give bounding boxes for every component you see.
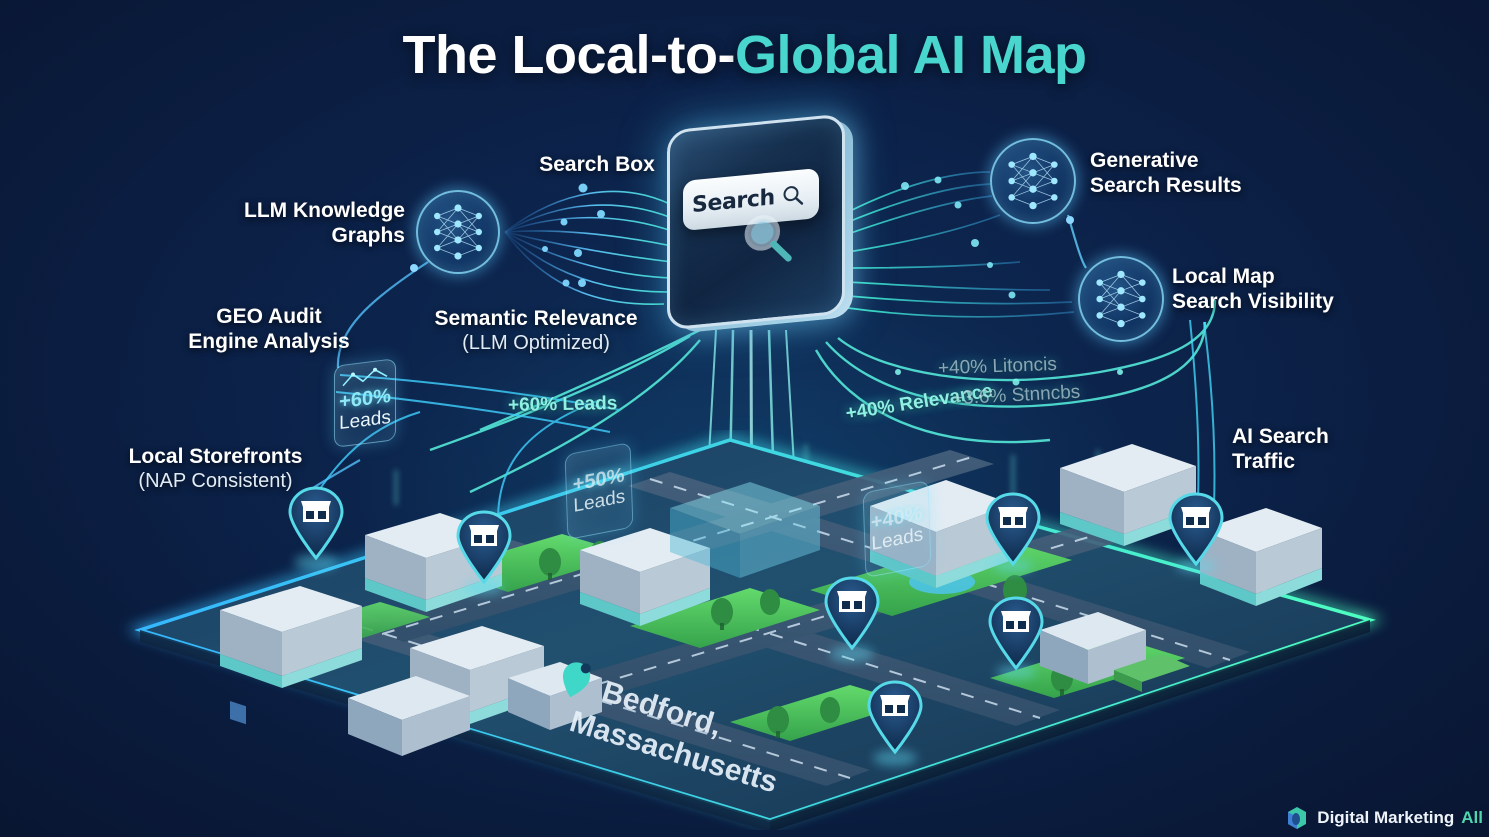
- search-box-callout-text: Search Box: [539, 153, 655, 176]
- label-local-storefronts: Local Storefronts (NAP Consistent): [118, 444, 313, 493]
- search-input-field[interactable]: Search: [683, 167, 819, 232]
- geo-audit-card-caption: Leads: [339, 406, 391, 434]
- geo-audit-line2: Engine Analysis: [188, 330, 350, 354]
- storefront-pin-3: [824, 576, 880, 662]
- local-map-visibility-line1: Local Map: [1172, 265, 1275, 288]
- generative-search-results-line2: Search Results: [1090, 174, 1242, 198]
- ai-search-traffic-line2: Traffic: [1232, 450, 1296, 474]
- label-llm-knowledge-graphs: LLM Knowledge Graphs: [150, 198, 405, 248]
- watermark: Digital Marketing All: [1284, 805, 1483, 831]
- label-local-map-search-visibility: Local Map Search Visibility: [1172, 264, 1472, 314]
- metric-card-geo-audit: +60% Leads: [334, 358, 396, 448]
- local-storefronts-line1: Local Storefronts: [128, 445, 303, 468]
- title-teal-part: Global AI Map: [734, 25, 1087, 85]
- metric-card-center-left: +50% Leads: [564, 441, 634, 541]
- label-search-box: Search Box: [512, 152, 682, 177]
- neural-network-icon: [1096, 270, 1146, 328]
- magnifier-icon: [783, 186, 803, 205]
- ai-search-traffic-line1: AI Search: [1232, 425, 1329, 448]
- watermark-brand-teal: All: [1461, 808, 1483, 827]
- flow-metric-leads-left: +60% Leads: [508, 393, 618, 417]
- storefront-pin-5: [985, 492, 1041, 573]
- title-white-part: The Local-to-: [402, 25, 736, 85]
- local-storefronts-line2: (NAP Consistent): [138, 470, 293, 493]
- brand-cube-logo-icon: [1288, 807, 1307, 829]
- node-llm-knowledge-graphs[interactable]: [416, 190, 500, 274]
- llm-knowledge-graphs-line2: Graphs: [331, 224, 405, 248]
- neural-network-icon: [1008, 152, 1058, 210]
- watermark-brand-white: Digital Marketing: [1317, 808, 1455, 827]
- semantic-relevance-line2: (LLM Optimized): [462, 332, 610, 355]
- label-generative-search-results: Generative Search Results: [1090, 148, 1380, 198]
- storefront-pin-7: [1168, 492, 1224, 573]
- magnifying-glass-icon: [744, 215, 792, 262]
- node-generative-search-results[interactable]: [990, 138, 1076, 224]
- flow-metric-latency: +40% Litoncis: [938, 354, 1058, 380]
- storefront-pin-2: [456, 510, 512, 595]
- storefront-pin-6: [988, 596, 1044, 679]
- label-ai-search-traffic: AI Search Traffic: [1232, 424, 1432, 474]
- generative-search-results-line1: Generative: [1090, 149, 1199, 172]
- flow-metric-latency-text: +40% Litoncis: [937, 353, 1058, 380]
- local-map-visibility-line2: Search Visibility: [1172, 290, 1334, 314]
- metric-card-center-right: +40% Leads: [862, 479, 932, 579]
- flow-metric-leads-left-text: +60% Leads: [507, 393, 618, 416]
- search-box-graphic[interactable]: Search: [667, 113, 853, 334]
- llm-knowledge-graphs-line1: LLM Knowledge: [244, 199, 405, 222]
- node-local-map-search-visibility[interactable]: [1078, 256, 1164, 342]
- label-geo-audit: GEO Audit Engine Analysis: [145, 304, 393, 354]
- page-title: The Local-to-Global AI Map: [0, 24, 1489, 86]
- label-semantic-relevance: Semantic Relevance (LLM Optimized): [408, 306, 664, 355]
- mini-chart-icon: [342, 367, 388, 387]
- geo-audit-line1: GEO Audit: [216, 305, 322, 328]
- storefront-pin-4: [867, 680, 923, 766]
- semantic-relevance-line1: Semantic Relevance: [434, 307, 638, 330]
- storefront-pin-1: [288, 486, 344, 570]
- neural-network-icon: [434, 204, 482, 260]
